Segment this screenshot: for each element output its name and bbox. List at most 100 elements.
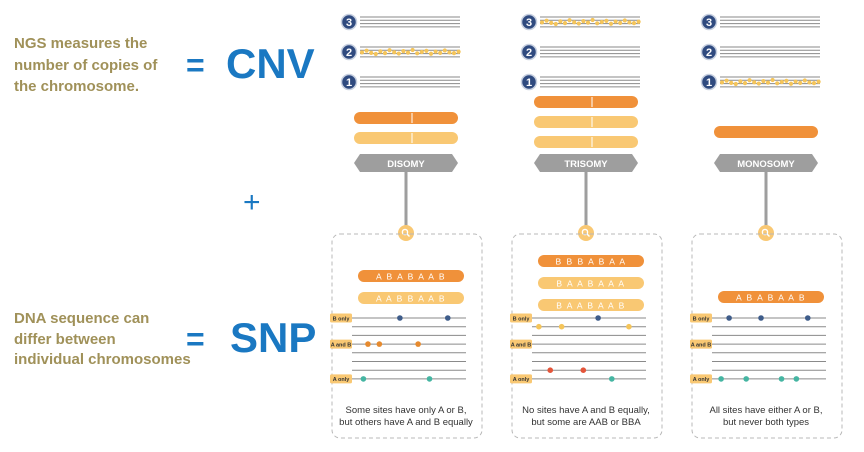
magnifier-icon [398,225,414,241]
allele-string: B B B A B A A [555,257,626,267]
snp-dot [804,315,811,321]
allele-bar [358,292,464,304]
cnv-read-dot [811,81,817,86]
magnifier-handle [406,233,410,237]
cnv-read-dot [779,79,784,85]
caption-line-1: No sites have A and B equally, [522,405,650,416]
cnv-read-dot [608,21,614,26]
cnv-read-dot [816,79,821,84]
cnv-read-dot [747,78,752,83]
dna-line-2: differ between [14,331,116,348]
chromosome-bar [534,136,638,148]
cnv-read-dot [424,48,429,54]
copy-number-circle-2 [700,43,718,61]
cnv-read-dot [802,78,807,83]
cnv-read-dot [775,81,780,86]
copy-number-label-1: 1 [346,77,352,89]
cnv-read-dot [581,19,586,24]
allele-bar [718,291,824,303]
ngs-line-1: NGS measures the [14,35,147,52]
snp-row-label: B only [333,316,351,322]
cnv-read-dot [622,18,627,23]
condition-label-shape [534,154,638,172]
snp-row-label: A and B [511,342,532,348]
snp-row-label: A only [513,377,531,383]
allele-string: B A A B A A B [556,301,626,311]
snp-label: SNP [230,314,316,361]
cnv-read-dot [724,78,729,83]
caption-line-1: Some sites have only A or B, [346,405,467,416]
condition-label: MONOSOMY [737,159,795,170]
snp-dot [558,323,565,330]
left-panel: NGS measures the number of copies of the… [14,35,316,368]
cnv-read-dot [738,79,743,84]
snp-row-label: B only [693,316,711,322]
snp-row-label: A only [333,377,351,383]
cnv-read-dot [401,49,406,54]
snp-dot [360,376,367,382]
cnv-read-dot [567,18,572,23]
cnv-read-dot [544,18,549,23]
cnv-read-dot [364,48,369,53]
snp-panel-border [331,233,483,439]
copy-number-circle-3 [700,13,718,31]
equals-sign-snp: = [186,321,205,357]
snp-dot [595,315,601,321]
cnv-read-dot [369,50,374,55]
cnv-read-dot [392,50,397,55]
condition-label-shape [714,154,818,172]
cnv-read-dot [590,17,595,23]
cnv-read-dot [451,51,457,56]
dna-line-1: DNA sequence can [14,310,149,327]
cnv-read-dot [631,21,637,26]
cnv-read-dot [442,48,447,53]
snp-row-tag [690,339,712,349]
cnv-label: CNV [226,40,315,87]
allele-string: A B A B A A B [376,272,446,282]
magnifier-glass [401,228,409,236]
snp-dot [397,315,403,321]
ngs-line-2: number of copies of [14,57,158,74]
cnv-read-dot [636,19,641,24]
copy-number-label-2: 2 [346,47,352,59]
snp-dot [718,376,724,382]
chromosome-bar [354,132,458,144]
copy-number-label-1: 1 [526,77,532,89]
cnv-read-dot [719,80,725,85]
cnv-read-dot [428,51,434,56]
magnifier-handle [766,233,770,237]
cnv-read-dot [433,49,438,54]
allele-bar [538,299,644,311]
condition-label: DISOMY [387,159,425,170]
cnv-read-dot [359,50,365,55]
snp-dot [536,323,542,330]
cnv-read-dot [733,81,738,87]
magnifier-handle [586,233,590,237]
condition-label: TRISOMY [564,159,608,170]
cnv-read-dot [562,21,568,26]
equals-sign-cnv: = [186,47,205,83]
cnv-read-dot [549,20,554,25]
cnv-read-dot [396,51,401,56]
cnv-read-dot [627,20,632,25]
cnv-read-dot [585,20,591,25]
plus-sign: + [243,186,261,219]
magnifier-icon [578,225,594,241]
copy-number-circle-2 [520,43,538,61]
snp-row-label: B only [513,316,531,322]
cnv-read-dot [742,81,748,86]
snp-row-tag [510,313,532,323]
snp-dot [376,341,383,347]
snp-row-tag [330,374,352,384]
snp-dot [778,376,785,382]
cnv-read-dot [419,49,424,55]
snp-row-tag [330,339,352,349]
cnv-read-dot [415,51,420,56]
snp-row-label: A only [693,377,711,383]
copy-number-label-3: 3 [526,17,532,29]
copy-number-circle-3 [520,13,538,31]
cnv-read-dot [793,79,798,84]
snp-row-label: A and B [691,342,712,348]
